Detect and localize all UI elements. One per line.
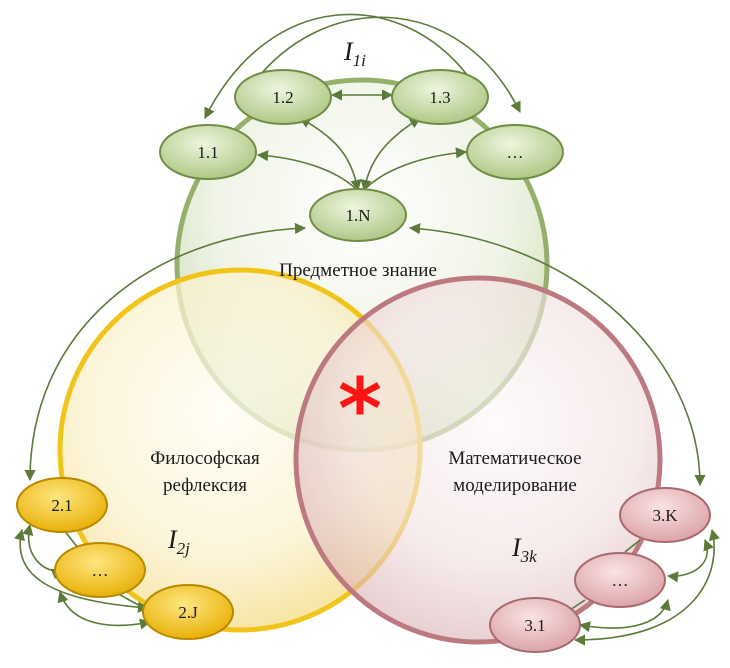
- svg-text:2.1: 2.1: [51, 496, 72, 515]
- math-label-line2: моделирование: [453, 475, 577, 496]
- svg-text:3.K: 3.K: [652, 506, 678, 525]
- subject-knowledge-label: Предметное знание: [279, 260, 437, 281]
- group-label-2: I2j: [167, 525, 190, 558]
- svg-text:…: …: [507, 143, 524, 162]
- node-3-1: 3.1: [489, 597, 581, 653]
- svg-text:…: …: [612, 571, 629, 590]
- philosophy-label-line2: рефлексия: [163, 475, 247, 496]
- node-1-1: 1.1: [159, 124, 257, 180]
- svg-text:2.J: 2.J: [178, 603, 198, 622]
- subject-arrows: [24, 13, 706, 487]
- node-1-ellipsis: …: [466, 124, 564, 180]
- philosophy-label-line1: Философская: [150, 448, 260, 469]
- group-label-3: I3k: [511, 533, 537, 566]
- svg-text:1.2: 1.2: [272, 88, 293, 107]
- node-1-2: 1.2: [234, 69, 332, 125]
- svg-text:1.1: 1.1: [197, 143, 218, 162]
- intersection-star: *: [338, 360, 382, 458]
- node-2-ellipsis: …: [54, 542, 146, 598]
- math-label-line1: Математическое: [448, 448, 581, 469]
- node-1-3: 1.3: [391, 69, 489, 125]
- node-2-1: 2.1: [16, 477, 108, 533]
- svg-text:1.N: 1.N: [345, 206, 370, 225]
- node-1-n: 1.N: [309, 188, 407, 242]
- node-3-k: 3.K: [619, 487, 711, 543]
- group-label-1: I1i: [343, 37, 366, 70]
- svg-text:…: …: [92, 561, 109, 580]
- svg-text:1.3: 1.3: [429, 88, 450, 107]
- math-arrows: [569, 528, 720, 646]
- node-2-j: 2.J: [142, 584, 234, 640]
- svg-text:3.1: 3.1: [524, 616, 545, 635]
- node-3-ellipsis: …: [574, 552, 666, 608]
